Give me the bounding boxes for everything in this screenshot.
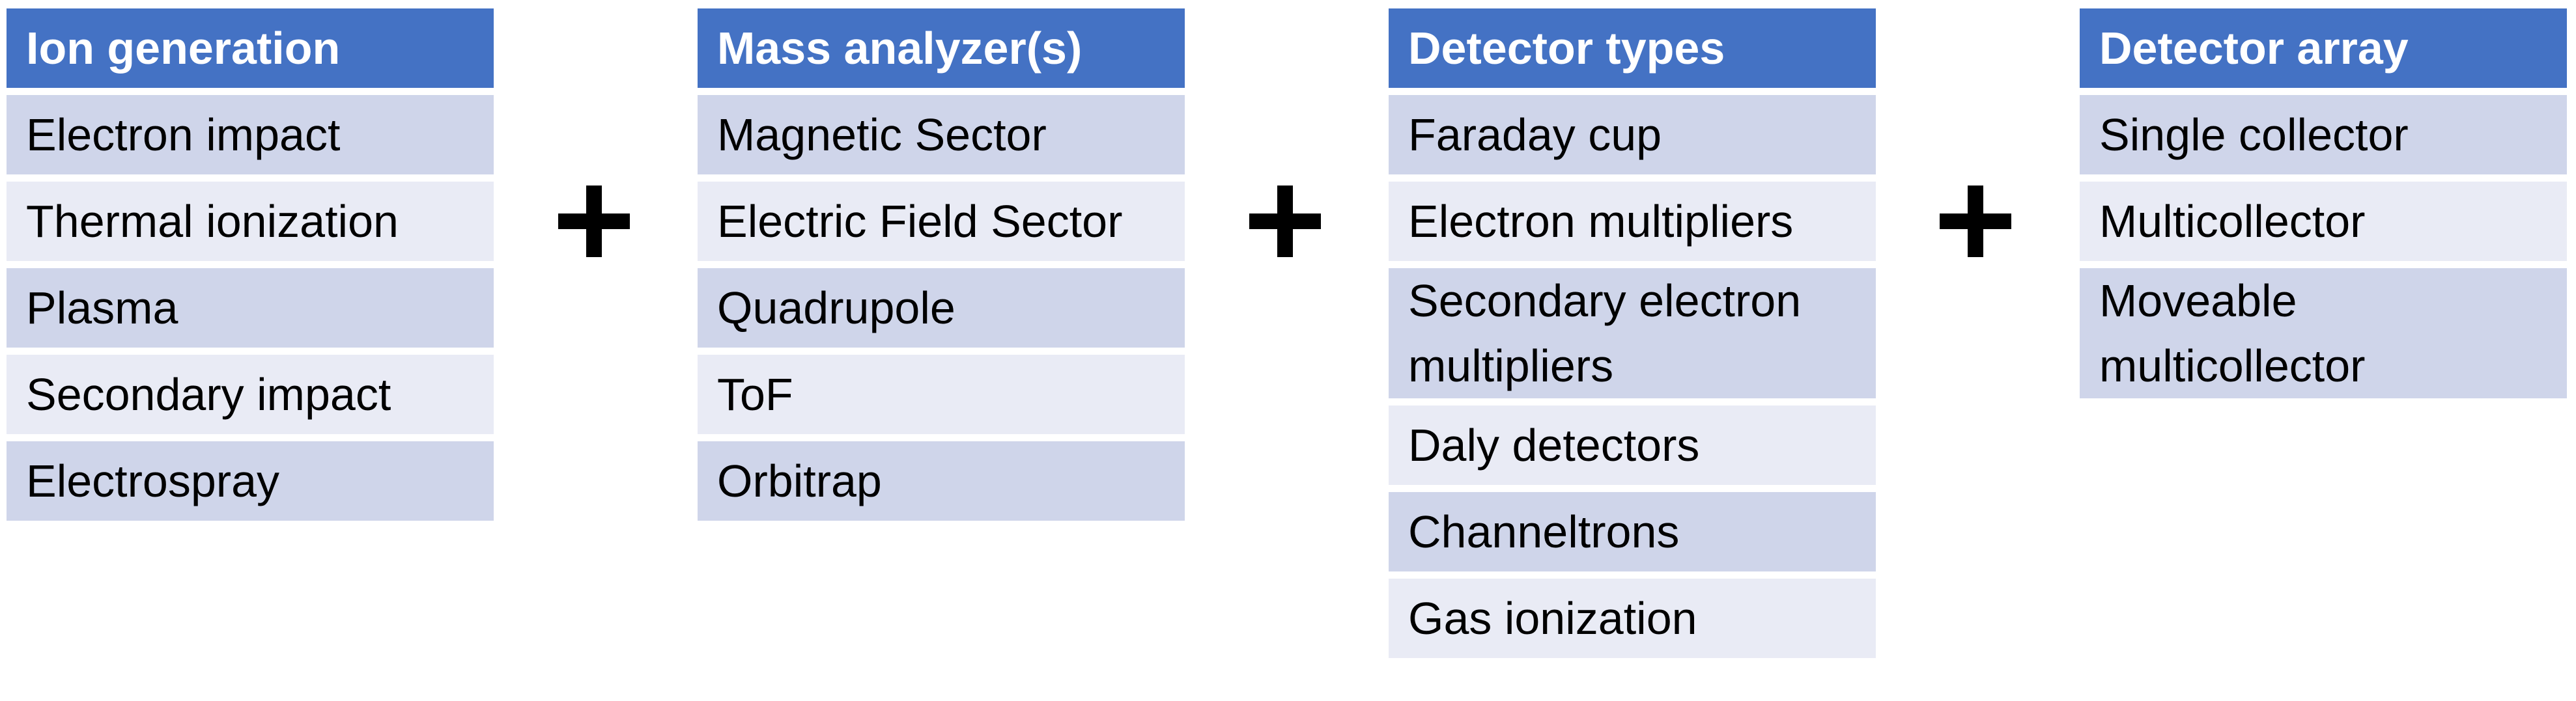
- table-row: Thermal ionization: [7, 182, 494, 261]
- table-row: Electron impact: [7, 95, 494, 174]
- mass-analyzer-table: Mass analyzer(s) Magnetic Sector Electri…: [698, 8, 1185, 521]
- table-row: Electric Field Sector: [698, 182, 1185, 261]
- table-row: ToF: [698, 355, 1185, 434]
- table-row: Quadrupole: [698, 268, 1185, 348]
- table-row: Faraday cup: [1389, 95, 1876, 174]
- table-row: Orbitrap: [698, 441, 1185, 521]
- table-row: Magnetic Sector: [698, 95, 1185, 174]
- table-row: Secondary electron multipliers: [1389, 268, 1876, 398]
- ion-generation-header: Ion generation: [7, 8, 494, 88]
- plus-icon: [558, 186, 630, 257]
- detector-types-header: Detector types: [1389, 8, 1876, 88]
- table-row: Single collector: [2080, 95, 2567, 174]
- table-row: Electrospray: [7, 441, 494, 521]
- table-row: Channeltrons: [1389, 492, 1876, 571]
- table-row: Plasma: [7, 268, 494, 348]
- detector-array-table: Detector array Single collector Multicol…: [2080, 8, 2567, 398]
- table-row: Daly detectors: [1389, 405, 1876, 485]
- mass-analyzer-header: Mass analyzer(s): [698, 8, 1185, 88]
- table-row: Gas ionization: [1389, 579, 1876, 658]
- table-row: Electron multipliers: [1389, 182, 1876, 261]
- plus-icon: [1940, 186, 2011, 257]
- table-row: Secondary impact: [7, 355, 494, 434]
- ion-generation-table: Ion generation Electron impact Thermal i…: [7, 8, 494, 521]
- detector-types-table: Detector types Faraday cup Electron mult…: [1389, 8, 1876, 658]
- plus-icon: [1249, 186, 1321, 257]
- detector-array-header: Detector array: [2080, 8, 2567, 88]
- table-row: Moveable multicollector: [2080, 268, 2567, 398]
- table-row: Multicollector: [2080, 182, 2567, 261]
